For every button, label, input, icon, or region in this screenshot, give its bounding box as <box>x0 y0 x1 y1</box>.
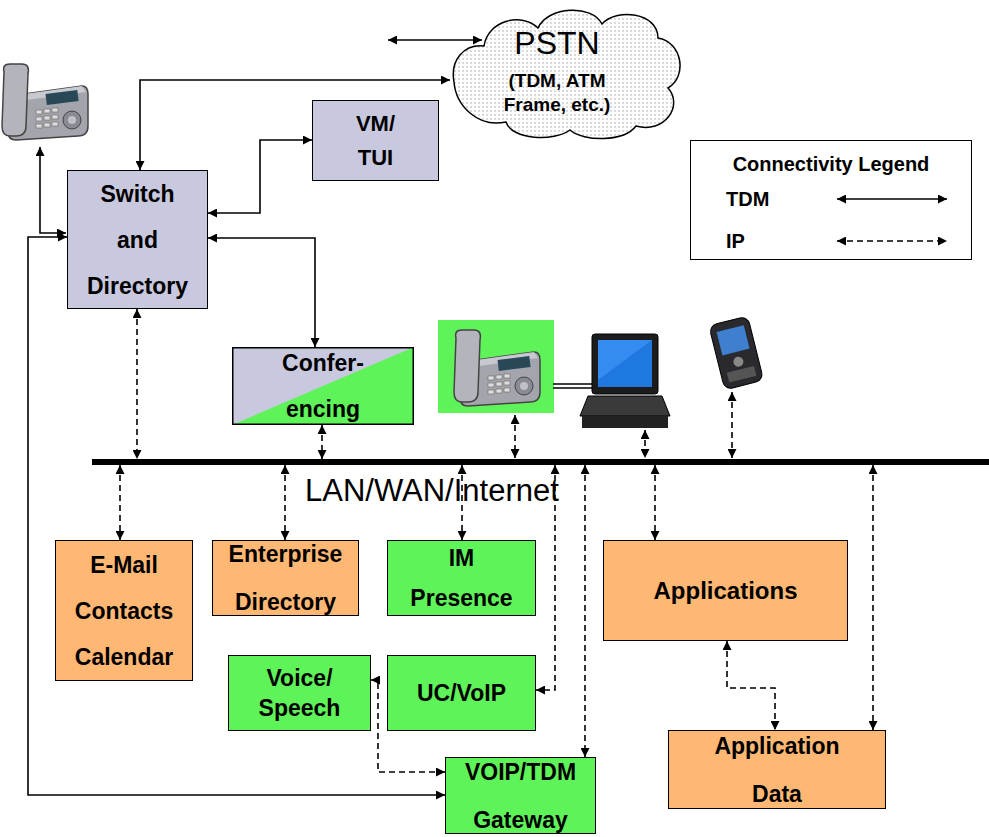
pda-body <box>709 316 764 390</box>
ip-service-box: UC/VoIP <box>387 655 536 731</box>
laptop-base <box>582 416 668 428</box>
node-text: Confer- encing <box>268 340 378 432</box>
ip-connector <box>136 309 138 459</box>
application-box: Enterprise Directory <box>212 540 359 616</box>
node-text: Voice/ Speech <box>240 663 360 723</box>
connector-group <box>28 80 873 795</box>
node-text: PSTN <box>514 25 599 61</box>
tdm-connector <box>208 140 312 213</box>
ip-wire <box>514 415 516 458</box>
laptop-screen-frame <box>592 334 658 394</box>
legend-entry: IP <box>691 229 971 253</box>
application-box: E-Mail Contacts Calendar <box>55 540 193 681</box>
tdm-connector <box>28 237 445 795</box>
node-text: UC/VoIP <box>417 678 506 708</box>
tdm-connector <box>140 80 450 170</box>
node-text: Application Data <box>707 722 847 818</box>
ip-wire <box>644 430 646 458</box>
ip-wire <box>731 392 733 458</box>
ip-phone <box>454 330 540 406</box>
desk-phone <box>2 64 88 140</box>
legend-entry: TDM <box>691 187 971 211</box>
node-text: LAN/WAN/Internet <box>305 473 559 509</box>
node-text: Applications <box>653 576 797 606</box>
network-bus: LAN/WAN/Internet <box>92 459 989 465</box>
ip-connector <box>727 641 775 730</box>
ip-service-box: IM Presence <box>387 540 536 616</box>
node-text: VOIP/TDM Gateway <box>451 748 591 837</box>
ip-connector <box>872 465 874 730</box>
ip-connector <box>536 465 555 690</box>
node-text: (TDM, ATM Frame, etc.) <box>492 69 622 117</box>
ip-connector <box>321 425 323 459</box>
legend-sample <box>831 191 953 207</box>
legend-title: Connectivity Legend <box>691 153 971 176</box>
ip-connector <box>119 465 121 540</box>
legend-line <box>837 198 947 200</box>
application-box: Applications <box>603 540 848 641</box>
tdm-wire <box>388 39 482 41</box>
network-cloud: PSTN (TDM, ATM Frame, etc.) <box>450 2 684 140</box>
application-box: Application Data <box>668 730 886 809</box>
legend-text: IP <box>726 229 745 253</box>
gateway-box: VOIP/TDM Gateway <box>445 757 596 834</box>
laptop-keyboard <box>580 396 670 416</box>
legend-sample <box>831 233 953 249</box>
legend-text: TDM <box>726 187 769 211</box>
ip-connector <box>284 465 286 540</box>
legend-line <box>837 240 947 242</box>
node-text: Enterprise Directory <box>218 530 353 626</box>
ip-connector <box>371 680 445 772</box>
device-link <box>553 387 592 389</box>
node-text: E-Mail Contacts Calendar <box>64 542 184 680</box>
node-text: VM/ TUI <box>341 107 411 175</box>
tdm-wire <box>40 147 66 233</box>
hybrid-box: Confer- encing <box>232 347 414 425</box>
ip-service-box: Voice/ Speech <box>228 655 371 731</box>
pda-button <box>732 356 744 368</box>
ip-phone-background <box>438 320 554 413</box>
cloud-shape <box>453 10 680 138</box>
ip-connector <box>461 465 463 540</box>
pda-keys <box>727 366 757 382</box>
legend-box: Connectivity LegendTDM IP <box>690 140 972 260</box>
pda-screen <box>717 325 750 355</box>
ip-connector <box>584 465 586 757</box>
laptop-screen <box>598 340 652 387</box>
system-box: Switch and Directory <box>67 170 208 309</box>
node-text: Switch and Directory <box>82 171 194 309</box>
ip-connector <box>654 465 656 540</box>
system-box: VM/ TUI <box>312 100 439 181</box>
laptop-screen-glare <box>598 340 652 380</box>
tdm-connector <box>208 238 315 347</box>
pda-device <box>709 316 764 390</box>
device-link <box>553 383 592 385</box>
node-text: IM Presence <box>402 538 522 618</box>
